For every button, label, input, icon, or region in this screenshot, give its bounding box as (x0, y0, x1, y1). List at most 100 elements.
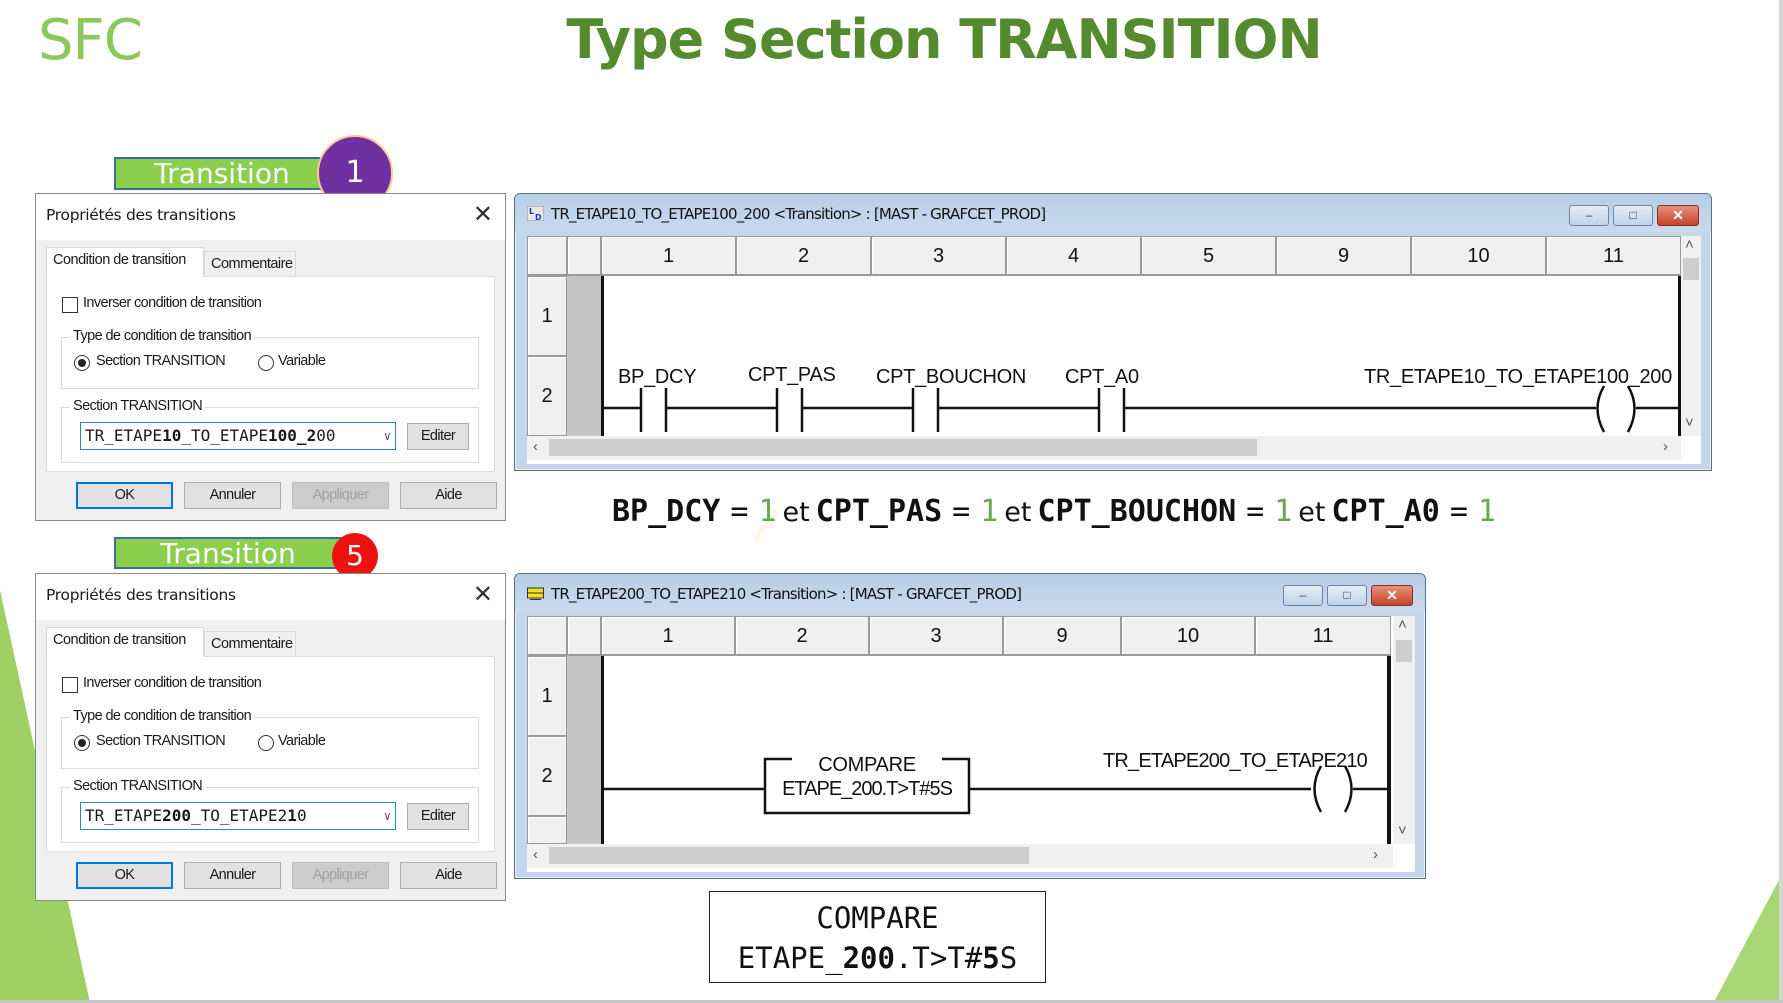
ok-button[interactable]: OK (76, 482, 173, 509)
scroll-thumb[interactable] (549, 847, 1029, 864)
scroll-down-icon[interactable]: ˅ (1398, 822, 1407, 839)
radio-section-transition[interactable] (74, 355, 90, 371)
formula-joiner: et (1298, 497, 1326, 528)
caption-text-bold: 5 (982, 941, 1000, 975)
section-combo[interactable]: TR_ETAPE10_TO_ETAPE100_200 ∨ (80, 422, 396, 450)
close-icon[interactable]: ✕ (472, 581, 493, 608)
caption-text: ETAPE_ (737, 941, 843, 975)
scroll-right-icon[interactable]: › (1373, 846, 1378, 863)
apply-button[interactable]: Appliquer (292, 482, 389, 509)
scroll-thumb[interactable] (1683, 258, 1699, 280)
window-titlebar: L D TR_ETAPE10_TO_ETAPE100_200 <Transiti… (515, 194, 1711, 232)
edit-button[interactable]: Editer (407, 803, 469, 830)
section-group-legend: Section TRANSITION (70, 398, 206, 414)
column-header: 1 (601, 616, 735, 656)
section-group-legend: Section TRANSITION (70, 778, 206, 794)
window-titlebar: TR_ETAPE200_TO_ETAPE210 <Transition> : [… (515, 574, 1425, 612)
scroll-down-icon[interactable]: ˅ (1685, 414, 1694, 431)
contact-label: CPT_A0 (1065, 366, 1139, 388)
invert-checkbox[interactable] (62, 297, 78, 313)
dialog-titlebar: Propriétés des transitions ✕ (36, 194, 505, 240)
ladder-diagram-icon: L D (527, 206, 544, 221)
vertical-scrollbar[interactable]: ˄ ˅ (1393, 616, 1415, 844)
column-header: 5 (1141, 236, 1276, 276)
ladder-rung-1 (603, 385, 1678, 433)
corner-header-2 (567, 616, 601, 656)
ld-editor-window-2: TR_ETAPE200_TO_ETAPE210 <Transition> : [… (514, 573, 1426, 879)
radio-variable[interactable] (258, 355, 274, 371)
section-combo[interactable]: TR_ETAPE200_TO_ETAPE210 ∨ (80, 802, 396, 830)
formula-variable: CPT_BOUCHON (1037, 494, 1237, 529)
formula-variable: BP_DCY (612, 494, 721, 529)
caption-text: S (999, 941, 1018, 975)
scroll-up-icon[interactable]: ˄ (1398, 616, 1407, 633)
column-header: 3 (869, 616, 1003, 656)
formula-value: 1 (758, 494, 777, 529)
tab-condition[interactable]: Condition de transition (46, 247, 204, 277)
column-header: 10 (1121, 616, 1255, 656)
dialog-titlebar: Propriétés des transitions ✕ (36, 574, 505, 620)
close-button[interactable]: ✕ (1371, 585, 1413, 606)
scroll-right-icon[interactable]: › (1663, 438, 1668, 455)
maximize-button[interactable]: □ (1613, 205, 1653, 226)
scroll-left-icon[interactable]: ‹ (533, 846, 538, 863)
close-icon[interactable]: ✕ (472, 201, 493, 228)
cancel-button[interactable]: Annuler (184, 482, 281, 509)
invert-label: Inverser condition de transition (83, 675, 262, 691)
help-button[interactable]: Aide (400, 482, 497, 509)
radio-variable-label: Variable (278, 733, 326, 749)
radio-section-label: Section TRANSITION (96, 353, 226, 369)
row-header: 2 (527, 736, 567, 816)
minimize-button[interactable]: – (1283, 585, 1323, 606)
vertical-scrollbar[interactable]: ˄ ˅ (1681, 236, 1701, 436)
close-button[interactable]: ✕ (1657, 205, 1699, 226)
radio-variable[interactable] (258, 735, 274, 751)
combo-text: 0 (296, 806, 307, 825)
help-button[interactable]: Aide (400, 862, 497, 889)
compare-caption-line-2: ETAPE_200.T>T#5S (710, 938, 1045, 978)
corner-header-2 (567, 236, 601, 276)
edit-button[interactable]: Editer (407, 423, 469, 450)
contact-label: BP_DCY (618, 366, 697, 388)
invert-checkbox[interactable] (62, 677, 78, 693)
chevron-down-icon[interactable]: ∨ (383, 809, 391, 823)
scroll-left-icon[interactable]: ‹ (533, 438, 538, 455)
chevron-down-icon[interactable]: ∨ (383, 429, 391, 443)
combo-text-bold: 10 (162, 426, 182, 445)
formula-value: 1 (1274, 494, 1293, 529)
apply-button[interactable]: Appliquer (292, 862, 389, 889)
scroll-thumb[interactable] (1396, 640, 1412, 662)
cancel-button[interactable]: Annuler (184, 862, 281, 889)
transition-label-1: Transition (114, 157, 330, 190)
column-header: 11 (1546, 236, 1681, 276)
formula-operator: = (952, 494, 971, 529)
maximize-button[interactable]: □ (1327, 585, 1367, 606)
tab-commentaire[interactable]: Commentaire (204, 631, 296, 657)
radio-section-transition[interactable] (74, 735, 90, 751)
horizontal-scrollbar[interactable]: ‹ › (527, 844, 1393, 868)
horizontal-scrollbar[interactable]: ‹ › (527, 436, 1681, 460)
minimize-button[interactable]: – (1569, 205, 1609, 226)
slide-border-bottom (0, 1000, 1783, 1003)
column-header: 9 (1276, 236, 1411, 276)
formula-variable: CPT_A0 (1331, 494, 1440, 529)
dialog-title: Propriétés des transitions (46, 586, 236, 604)
left-gutter (567, 656, 601, 844)
ok-button[interactable]: OK (76, 862, 173, 889)
left-power-rail (601, 656, 604, 844)
type-group: Type de condition de transition Section … (61, 328, 479, 389)
compare-caption-line-1: COMPARE (816, 901, 939, 935)
combo-text: 00 (316, 426, 336, 445)
formula-joiner: et (1004, 497, 1032, 528)
tab-commentaire[interactable]: Commentaire (204, 251, 296, 277)
row-header: 1 (527, 656, 567, 736)
ld-canvas[interactable]: 1 2 3 9 10 11 1 2 COMPARE ETAPE_200.T>T#… (527, 616, 1415, 872)
section-label: SFC (38, 8, 143, 73)
scroll-up-icon[interactable]: ˄ (1685, 236, 1694, 253)
dialog-title: Propriétés des transitions (46, 206, 236, 224)
ld-canvas[interactable]: 1 2 3 4 5 9 10 11 1 2 (527, 236, 1701, 464)
type-group: Type de condition de transition Section … (61, 708, 479, 769)
tab-condition[interactable]: Condition de transition (46, 627, 204, 657)
scroll-thumb[interactable] (549, 439, 1257, 456)
transition-label-5: Transition (114, 537, 342, 569)
